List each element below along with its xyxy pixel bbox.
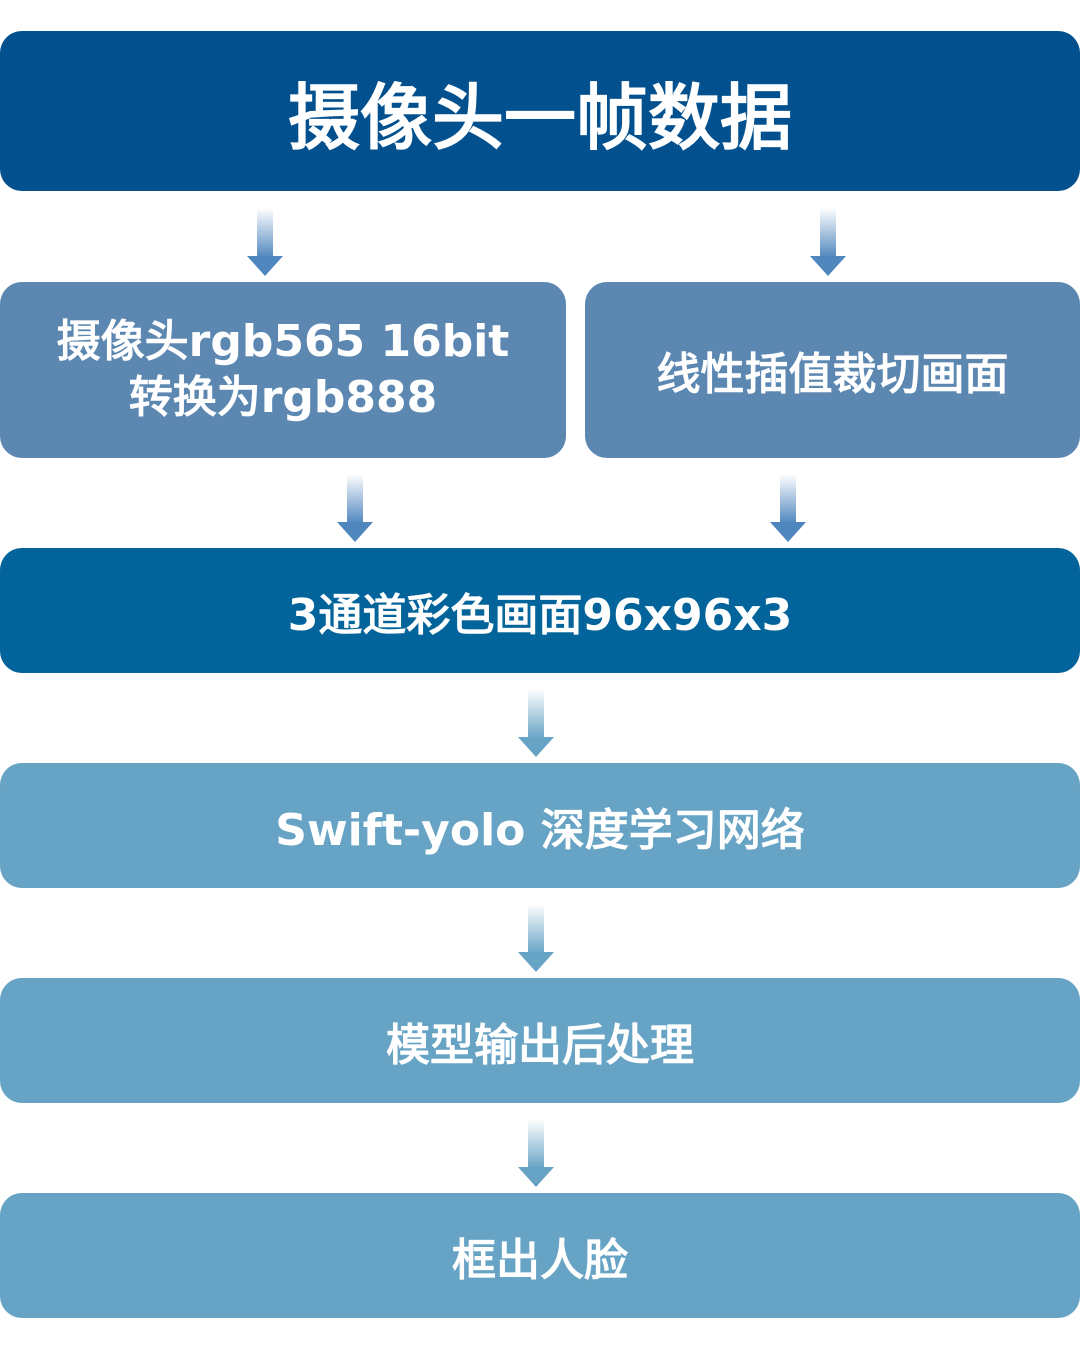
- node-model-output-postprocess-label: 模型输出后处理: [386, 1019, 694, 1071]
- node-linear-interpolation-crop-label: 线性插值裁切画面: [656, 349, 1009, 400]
- node-linear-interpolation-crop: 线性插值裁切画面: [585, 282, 1080, 458]
- node-face-box-label: 框出人脸: [452, 1234, 628, 1286]
- node-rgb565-label: 摄像头rgb565 16bit: [56, 316, 510, 367]
- flow-arrow-icon: [770, 474, 806, 542]
- node-3-channel-color-image: 3通道彩色画面96x96x3: [0, 548, 1080, 673]
- node-camera-frame-data: 摄像头一帧数据: [0, 31, 1080, 191]
- flow-arrow-icon: [518, 1119, 554, 1187]
- flow-arrow-icon: [247, 208, 283, 276]
- node-camera-frame-data-label: 摄像头一帧数据: [287, 75, 792, 160]
- node-swift-yolo-network-label: Swift-yolo 深度学习网络: [275, 804, 805, 856]
- flow-arrow-icon: [518, 689, 554, 757]
- flow-arrow-icon: [810, 208, 846, 276]
- node-3-channel-color-image-label: 3通道彩色画面96x96x3: [287, 589, 793, 641]
- node-swift-yolo-network: Swift-yolo 深度学习网络: [0, 763, 1080, 888]
- node-model-output-postprocess: 模型输出后处理: [0, 978, 1080, 1103]
- flow-arrow-icon: [337, 474, 373, 542]
- node-face-box: 框出人脸: [0, 1193, 1080, 1318]
- flow-arrow-icon: [518, 904, 554, 972]
- node-rgb888-label: 转换为rgb888: [128, 372, 438, 423]
- node-rgb565-to-rgb888: 摄像头rgb565 16bit 转换为rgb888: [0, 282, 566, 458]
